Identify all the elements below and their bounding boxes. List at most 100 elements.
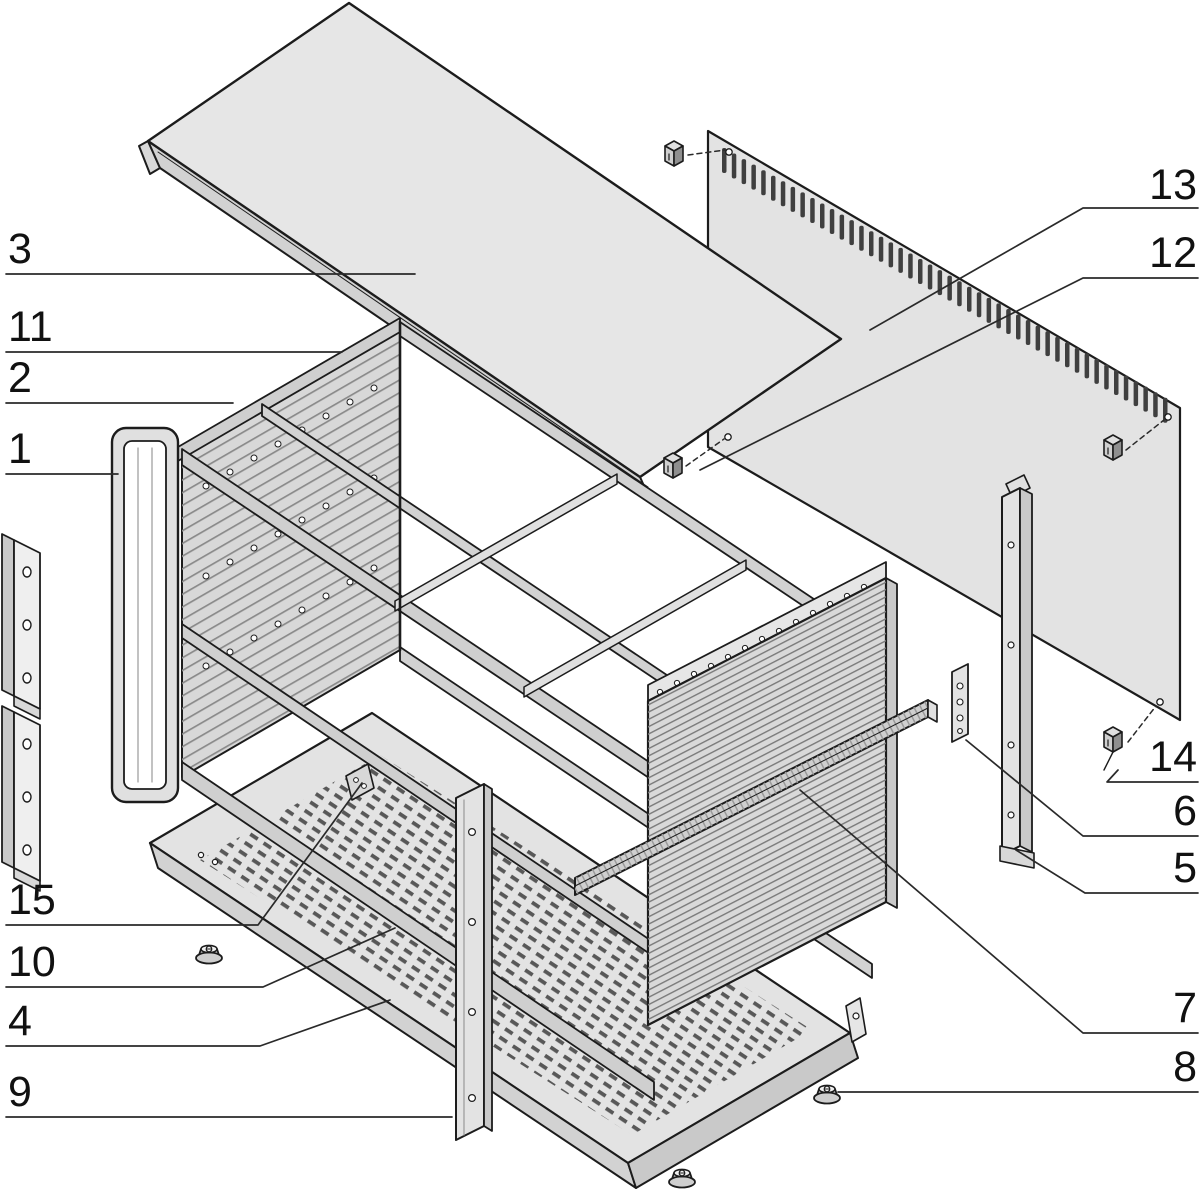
vent-slot (908, 253, 913, 279)
vent-slot (1084, 353, 1090, 379)
part-number-13: 13 (1149, 161, 1197, 209)
panel-clip (664, 140, 684, 167)
mount-brackets-left (1, 533, 41, 892)
bottom-front-rail (181, 761, 655, 1101)
callout-4: 4 (5, 997, 391, 1047)
vent-slot (1055, 336, 1060, 362)
part-number-6: 6 (1173, 787, 1197, 835)
leader-line-7 (799, 789, 1199, 1034)
vent-slot (1123, 375, 1129, 401)
callout-15: 15 (5, 782, 363, 926)
assembly-dashed-lines (685, 149, 1165, 743)
glide-foot (195, 944, 223, 965)
vent-slot (1094, 358, 1099, 384)
callout-3: 3 (5, 225, 416, 275)
vent-slot (1045, 331, 1050, 357)
part-number-15: 15 (8, 876, 56, 924)
vent-slot (839, 214, 845, 240)
vent-slot (790, 186, 796, 212)
panel-clip (663, 452, 683, 479)
callout-1: 1 (5, 425, 119, 475)
part-number-9: 9 (8, 1068, 32, 1116)
callout-13: 13 (869, 161, 1199, 331)
front-frame (110, 426, 180, 804)
callout-5: 5 (1015, 844, 1199, 894)
retainer-bracket-mounted (345, 763, 375, 801)
mount-bracket-upper (1, 533, 41, 720)
vent-slot (947, 275, 952, 301)
leader-line-13 (869, 207, 1199, 331)
part-number-1: 1 (8, 425, 32, 473)
vent-slot (1065, 342, 1070, 368)
mount-bracket-lower (1, 705, 41, 892)
vent-slot (1104, 364, 1109, 390)
leader-line-4 (5, 999, 391, 1047)
callout-2: 2 (5, 354, 234, 404)
vent-slot (996, 303, 1001, 329)
vent-slot (1006, 308, 1011, 334)
vent-slot (820, 203, 825, 229)
panel-clip (1103, 434, 1123, 461)
leader-line-10 (5, 927, 396, 988)
vent-slot (878, 236, 884, 262)
part-number-14: 14 (1149, 733, 1197, 781)
part-number-3: 3 (8, 225, 32, 273)
rear-panel-vent-slots (722, 148, 1168, 423)
vent-slot (1114, 370, 1119, 395)
vent-slot (741, 159, 747, 185)
vent-slot (1133, 381, 1139, 407)
long-rail (574, 699, 938, 896)
leader-line-5 (1015, 849, 1199, 894)
vent-slot (967, 286, 972, 312)
rear-vent-panel (706, 129, 1182, 722)
bottom-tray (148, 711, 867, 1189)
panel-clips (663, 140, 1165, 771)
part-number-4: 4 (8, 997, 32, 1045)
tray-corner-tab (845, 997, 867, 1043)
part-number-10: 10 (8, 938, 56, 986)
vent-slot (810, 197, 815, 223)
vent-slot (761, 170, 766, 196)
part-number-12: 12 (1149, 229, 1197, 277)
vent-slot (918, 259, 923, 284)
callout-12: 12 (699, 229, 1199, 471)
vent-slot (1025, 320, 1031, 346)
right-vertical-rail (999, 474, 1035, 869)
vent-slot (1016, 314, 1021, 340)
callout-6: 6 (965, 739, 1199, 837)
vent-slot (898, 247, 903, 273)
side-panel-ribbed (646, 561, 898, 1027)
vent-slot (888, 242, 894, 268)
front-vertical-rail (455, 783, 493, 1141)
vent-slot (927, 264, 933, 290)
leader-line-12 (699, 277, 1199, 471)
vent-slot (957, 281, 962, 307)
leader-line-15 (5, 782, 363, 926)
connector-plate (951, 663, 969, 743)
callout-7: 7 (799, 789, 1199, 1034)
callout-14: 14 (1106, 733, 1199, 783)
vent-slot (849, 220, 854, 246)
callout-9: 9 (5, 1068, 453, 1118)
callout-11: 11 (5, 303, 343, 353)
vent-slot (1074, 347, 1080, 373)
part-number-11: 11 (8, 303, 53, 351)
part-number-2: 2 (8, 354, 32, 402)
crossbar (394, 473, 618, 612)
part-number-8: 8 (1173, 1043, 1197, 1091)
vent-slot (722, 148, 727, 173)
vent-slot (780, 181, 786, 207)
vent-slot (976, 292, 982, 318)
fastener-clip-14 (1103, 726, 1123, 753)
vent-slot (731, 153, 737, 179)
vent-slot (859, 225, 864, 251)
callout-labels: 3 112 1 15 10 4 9 13 12 14 6 57 8 (5, 161, 1199, 1118)
vent-slot (869, 231, 874, 257)
leader-line-14 (1106, 769, 1199, 783)
vent-slot (751, 164, 756, 190)
part-number-5: 5 (1173, 844, 1197, 892)
vent-slot (1153, 392, 1158, 418)
callout-8: 8 (837, 1043, 1199, 1093)
